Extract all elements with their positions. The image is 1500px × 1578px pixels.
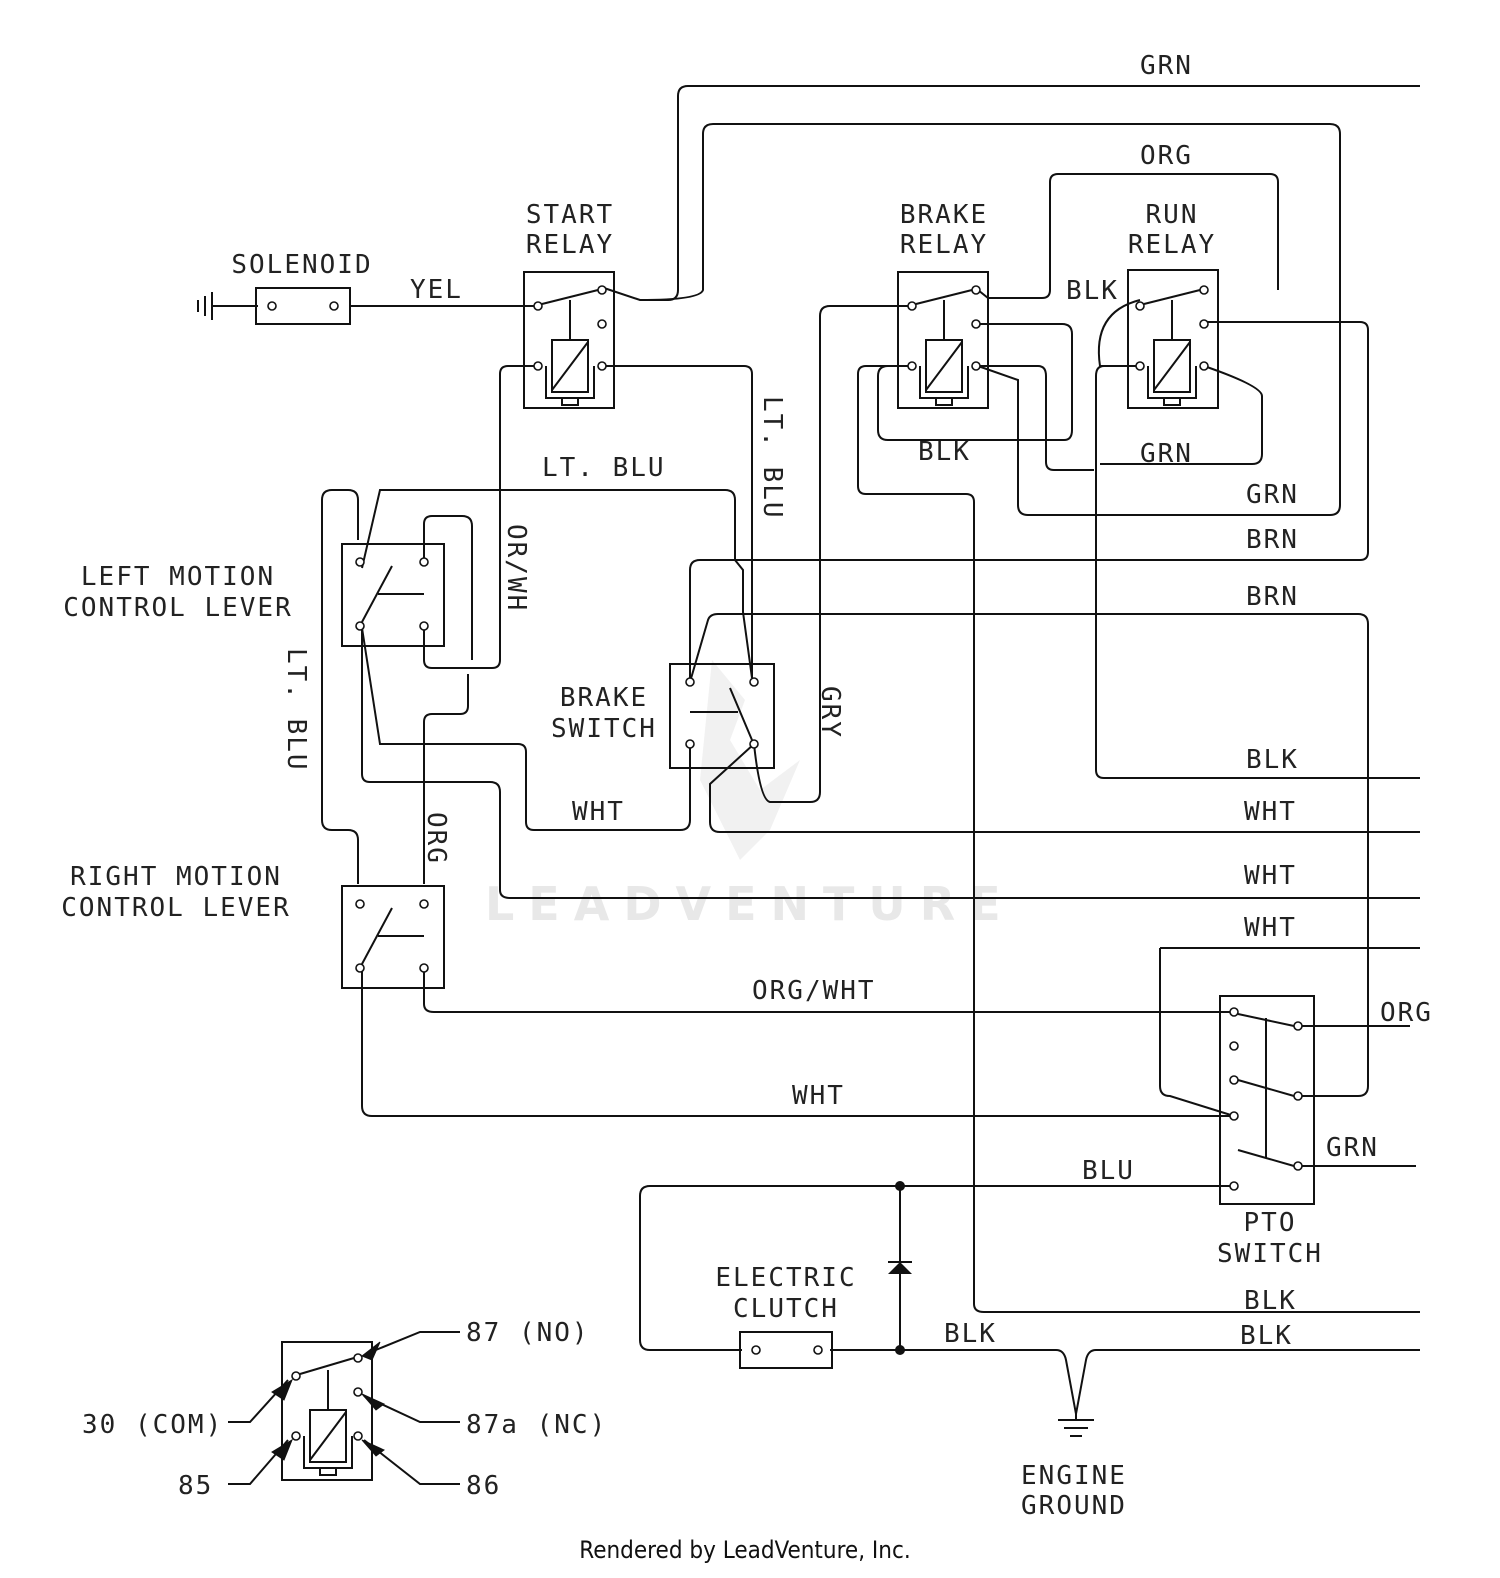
brake-relay-label-1: BRAKE [900,200,988,230]
legend-labels: 87 (NO) 30 (COM) 87a (NC) 85 86 [82,1318,607,1501]
wire-label-grn-top: GRN [1140,51,1193,81]
footer-credit: Rendered by LeadVenture, Inc. [579,1536,910,1564]
electric-clutch-label-1: ELECTRIC [715,1263,856,1293]
wire-label-grn-pto: GRN [1326,1133,1379,1163]
wire-label-yel: YEL [410,275,463,305]
legend-85: 85 [178,1471,213,1501]
brake-switch-label-2: SWITCH [551,714,657,744]
diode [888,1261,912,1274]
wires [197,85,1420,1437]
brake-switch-label-1: BRAKE [560,683,648,713]
wire-label-wht-bottom: WHT [792,1081,845,1111]
wire-label-blk-clutch: BLK [944,1319,997,1349]
legend-86: 86 [466,1471,501,1501]
brake-relay-label-2: RELAY [900,230,988,260]
engine-ground-label-1: ENGINE [1021,1461,1127,1491]
wire-label-org-pto: ORG [1380,998,1433,1028]
pto-switch-label-2: SWITCH [1217,1239,1323,1269]
run-relay [1127,269,1219,409]
wire-label-wht-left: WHT [572,797,625,827]
wire-label-brn-2: BRN [1246,582,1299,612]
wire-label-org-top: ORG [1140,141,1193,171]
run-relay-label-1: RUN [1146,200,1199,230]
wire-label-gry: GRY [815,686,845,739]
component-labels: SOLENOID START RELAY BRAKE RELAY RUN REL… [61,200,1323,1521]
wire-label-org-v: ORG [421,812,451,865]
wire-label-or-wh: OR/WH [501,524,531,612]
wire-label-org-wht: ORG/WHT [752,976,876,1006]
engine-ground-label-2: GROUND [1021,1491,1127,1521]
brake-relay [897,271,989,409]
legend-87a: 87a (NC) [466,1410,607,1440]
start-relay-label-2: RELAY [526,230,614,260]
right-motion-label-2: CONTROL LEVER [61,893,291,923]
watermark: LEADVENTURE [485,660,1015,931]
wire-label-blk-relay: BLK [1066,276,1119,306]
wire-label-blk-b1: BLK [1244,1286,1297,1316]
wire-label-wht-r1: WHT [1244,797,1297,827]
wire-label-blk-under-brake: BLK [918,437,971,467]
wire-labels: GRN ORG YEL BLK BLK GRN GRN BRN BRN LT. … [281,51,1433,1351]
left-motion-label-2: CONTROL LEVER [63,593,293,623]
start-relay-label-1: START [526,200,614,230]
run-relay-label-2: RELAY [1128,230,1216,260]
electric-clutch-label-2: CLUTCH [733,1294,839,1324]
left-motion-label-1: LEFT MOTION [81,562,275,592]
legend-30: 30 (COM) [82,1410,223,1440]
wire-label-lt-blu-h: LT. BLU [542,453,666,483]
wire-label-blk-r1: BLK [1246,745,1299,775]
right-motion-label-1: RIGHT MOTION [70,862,282,892]
wire-label-lt-blu-v1: LT. BLU [757,396,787,520]
pto-switch-label-1: PTO [1244,1208,1297,1238]
legend-87: 87 (NO) [466,1318,590,1348]
wire-label-wht-r3: WHT [1244,913,1297,943]
wire-label-blk-b2: BLK [1240,1321,1293,1351]
left-motion-switch [341,543,445,647]
brake-switch [669,663,775,769]
electric-clutch [739,1331,833,1369]
right-motion-switch [341,885,445,989]
solenoid [255,287,351,325]
solenoid-label: SOLENOID [231,250,372,280]
wire-label-blu: BLU [1082,1156,1135,1186]
watermark-text: LEADVENTURE [485,877,1015,931]
wire-label-brn-1: BRN [1246,525,1299,555]
wire-label-lt-blu-v2: LT. BLU [281,648,311,772]
start-relay [523,271,615,409]
junction-dots [895,1181,905,1355]
relay-legend [228,1331,460,1485]
pto-switch [1219,995,1315,1205]
wire-label-wht-r2: WHT [1244,861,1297,891]
wire-label-grn-right: GRN [1246,480,1299,510]
wire-label-grn-under-run: GRN [1140,439,1193,469]
